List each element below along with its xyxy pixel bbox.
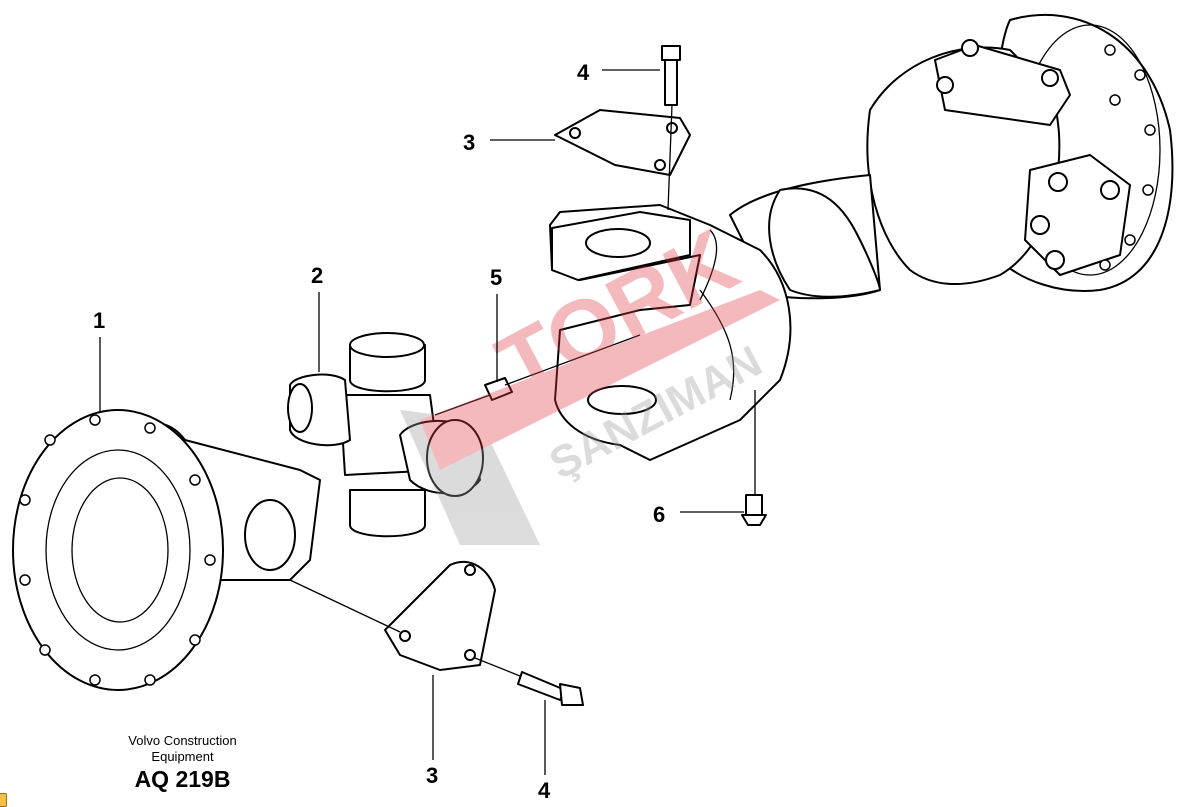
callout-label: 6 — [653, 502, 665, 527]
callout-6: 6 — [653, 502, 744, 527]
diagram-code: AQ 219B — [134, 766, 231, 792]
callout-label: 4 — [538, 778, 551, 803]
universal-joint — [287, 332, 484, 538]
callout-5: 5 — [490, 265, 502, 382]
flange — [12, 409, 321, 691]
callout-3-top: 3 — [463, 130, 555, 155]
cover-plate-bottom — [384, 560, 496, 671]
callout-label: 1 — [93, 308, 105, 333]
callout-label: 3 — [426, 763, 438, 788]
caption-line1: Volvo Construction — [128, 733, 237, 748]
yoke — [549, 204, 792, 461]
callout-3-bottom: 3 — [426, 675, 438, 788]
assembly-lines — [289, 104, 756, 677]
axle-housing — [729, 14, 1174, 300]
manufacturer-caption: Volvo Construction Equipment — [100, 733, 265, 765]
bolt-top — [661, 45, 681, 106]
corner-icon — [0, 793, 7, 807]
callout-2: 2 — [311, 263, 323, 372]
cover-plate-top — [554, 109, 691, 176]
callout-label: 4 — [577, 60, 590, 85]
callout-label: 5 — [490, 265, 502, 290]
callout-4-bottom: 4 — [538, 700, 551, 803]
caption-line2: Equipment — [151, 749, 214, 764]
callout-label: 2 — [311, 263, 323, 288]
callout-1: 1 — [93, 308, 105, 412]
callout-4-top: 4 — [577, 60, 660, 85]
grease-nipple-6 — [741, 494, 767, 526]
bolt-bottom — [517, 671, 584, 706]
callout-label: 3 — [463, 130, 475, 155]
